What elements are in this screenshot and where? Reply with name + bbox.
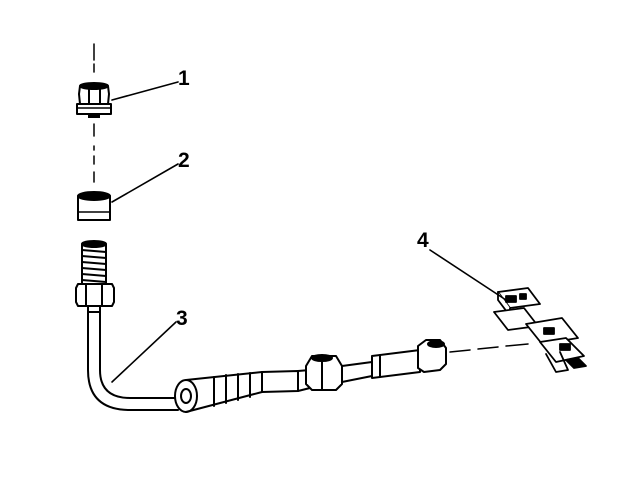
callout-4: 4 — [417, 229, 429, 252]
connector-alignment-line — [449, 343, 529, 353]
cable-coupling — [305, 354, 343, 391]
sensor-cable — [75, 240, 447, 413]
leader-4 — [429, 249, 507, 301]
leader-lines — [111, 81, 507, 383]
ferrule — [77, 191, 111, 221]
threaded-stem — [81, 240, 107, 285]
connector-bracket — [493, 287, 587, 373]
bent-tube-inner — [99, 311, 179, 399]
leader-2 — [111, 163, 179, 203]
leader-1 — [111, 81, 179, 101]
callout-2: 2 — [178, 149, 190, 172]
leader-3 — [111, 321, 177, 383]
fitting-nut — [75, 283, 115, 313]
connector-sleeve — [371, 339, 447, 379]
hex-nut — [76, 82, 112, 118]
callout-3: 3 — [176, 307, 188, 330]
strain-relief — [174, 370, 299, 413]
callout-1: 1 — [178, 67, 190, 90]
bent-tube — [87, 311, 179, 411]
